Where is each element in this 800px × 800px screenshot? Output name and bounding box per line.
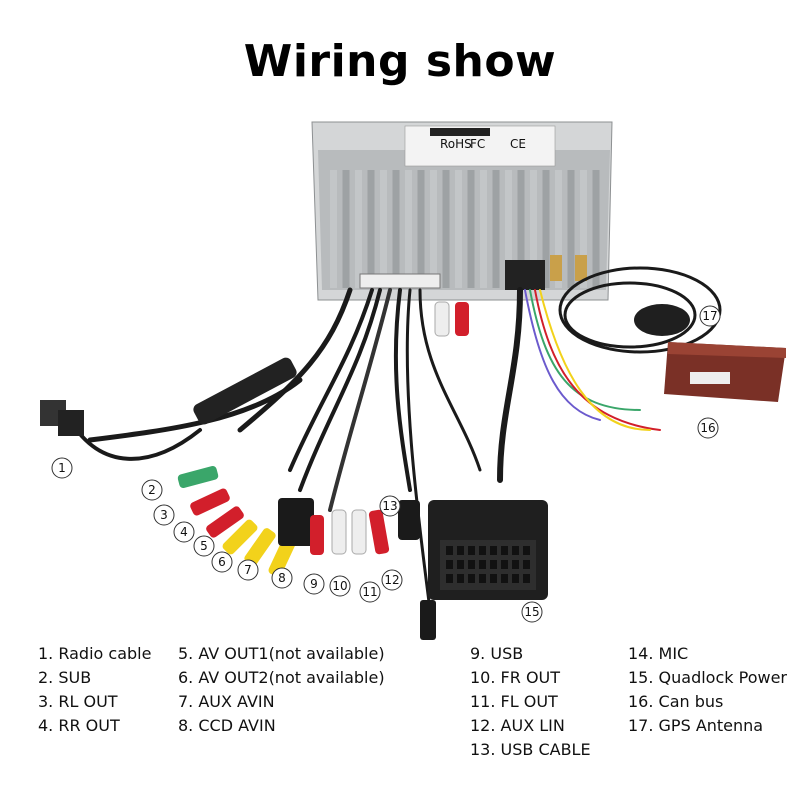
gps-antenna-puck xyxy=(634,304,690,336)
rohs-mark: RoHS xyxy=(440,137,472,151)
callout-number: 11 xyxy=(362,585,377,599)
page-title: Wiring show xyxy=(243,36,557,87)
callout-10: 10 xyxy=(329,575,351,597)
legend-column-4: 14. MIC 15. Quadlock Power 16. Can bus 1… xyxy=(628,642,787,738)
wiring-photo: FC RoHS CE xyxy=(40,121,786,640)
head-unit-chassis: FC RoHS CE xyxy=(311,121,613,301)
fcc-mark: FC xyxy=(470,137,485,151)
legend-item: 2. SUB xyxy=(38,668,92,687)
usb-cable-plug xyxy=(398,500,420,540)
legend-item: 16. Can bus xyxy=(628,692,724,711)
gps-jack xyxy=(575,255,587,281)
callout-number: 12 xyxy=(384,573,399,587)
legend-item: 12. AUX LIN xyxy=(470,716,565,735)
callout-11: 11 xyxy=(359,581,381,603)
rca-plugs xyxy=(177,301,469,640)
callout-15: 15 xyxy=(521,601,543,623)
callout-number: 1 xyxy=(58,461,66,475)
quadlock-socket xyxy=(505,260,545,290)
ce-mark: CE xyxy=(510,137,526,151)
heatsink-fins xyxy=(330,170,600,288)
callout-markers: 1234567891011121314151617 xyxy=(51,305,721,623)
legend-item: 17. GPS Antenna xyxy=(628,716,764,735)
callout-number: 15 xyxy=(524,605,539,619)
legend-column-1: 1. Radio cable 2. SUB 3. RL OUT 4. RR OU… xyxy=(38,642,151,738)
legend-item: 13. USB CABLE xyxy=(470,740,591,759)
callout-7: 7 xyxy=(237,559,259,581)
legend-column-2: 5. AV OUT1(not available) 6. AV OUT2(not… xyxy=(178,642,385,738)
callout-number: 9 xyxy=(310,577,318,591)
cable-bundle xyxy=(68,266,722,612)
legend-item: 4. RR OUT xyxy=(38,716,120,735)
mic-plug xyxy=(420,600,436,640)
callout-number: 5 xyxy=(200,539,208,553)
callout-9: 9 xyxy=(303,573,325,595)
callout-1: 1 xyxy=(51,457,73,479)
legend-item: 8. CCD AVIN xyxy=(178,716,276,735)
callout-number: 16 xyxy=(700,421,715,435)
callout-4: 4 xyxy=(173,521,195,543)
callout-number: 8 xyxy=(278,571,286,585)
callout-16: 16 xyxy=(697,417,719,439)
callout-6: 6 xyxy=(211,551,233,573)
callout-8: 8 xyxy=(271,567,293,589)
legend-item: 11. FL OUT xyxy=(470,692,558,711)
harness-plug xyxy=(359,273,441,289)
callout-number: 6 xyxy=(218,555,226,569)
legend-item: 1. Radio cable xyxy=(38,644,152,663)
legend-item: 7. AUX AVIN xyxy=(178,692,275,711)
callout-5: 5 xyxy=(193,535,215,557)
canbus-box xyxy=(664,342,786,402)
callout-17: 17 xyxy=(699,305,721,327)
antenna-jack xyxy=(550,255,562,281)
callout-number: 10 xyxy=(332,579,347,593)
legend-column-3: 9. USB 10. FR OUT 11. FL OUT 12. AUX LIN… xyxy=(470,642,591,762)
quadlock-connector xyxy=(428,500,548,600)
legend-item: 5. AV OUT1(not available) xyxy=(178,644,385,663)
legend-item: 14. MIC xyxy=(628,644,689,663)
callout-number: 2 xyxy=(148,483,156,497)
usb-plug xyxy=(278,498,314,546)
legend-item: 9. USB xyxy=(470,644,524,663)
fakra-plug-b xyxy=(58,410,84,436)
legend-item: 3. RL OUT xyxy=(38,692,118,711)
callout-12: 12 xyxy=(381,569,403,591)
legend-item: 10. FR OUT xyxy=(470,668,561,687)
callout-number: 17 xyxy=(702,309,717,323)
radio-adapter-module xyxy=(193,357,297,425)
legend-item: 6. AV OUT2(not available) xyxy=(178,668,385,687)
legend-item: 15. Quadlock Power xyxy=(628,668,787,687)
callout-3: 3 xyxy=(153,504,175,526)
callout-13: 13 xyxy=(379,495,401,517)
callout-number: 4 xyxy=(180,525,188,539)
callout-number: 3 xyxy=(160,508,168,522)
callout-number: 13 xyxy=(382,499,397,513)
callout-number: 7 xyxy=(244,563,252,577)
quadlock-pins xyxy=(446,546,530,583)
callout-2: 2 xyxy=(141,479,163,501)
